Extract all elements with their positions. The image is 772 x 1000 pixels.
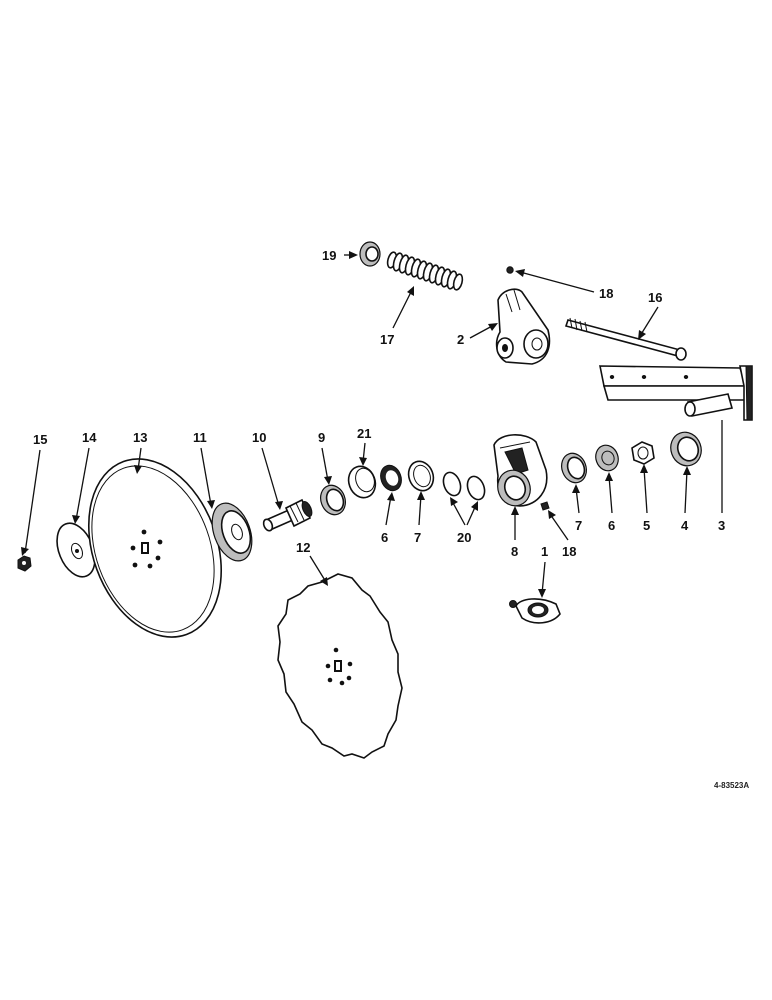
callout-1: 1 (541, 544, 548, 559)
callout-5: 5 (643, 518, 650, 533)
part-set-screw-18 (540, 501, 550, 511)
callout-7-left: 7 (414, 530, 421, 545)
part-cup-21 (347, 465, 377, 499)
callout-4: 4 (681, 518, 689, 533)
callout-11: 11 (193, 430, 207, 445)
part-snap-rings-20 (442, 471, 486, 501)
callout-21: 21 (357, 426, 371, 441)
part-grease-fitting-18 (506, 266, 514, 274)
part-nut-5 (631, 441, 655, 465)
part-notched-disc-12 (277, 573, 403, 759)
callout-7-right: 7 (575, 518, 582, 533)
leader-lines (21, 251, 723, 598)
part-hub-cap-11 (211, 502, 253, 562)
part-dust-cap-4 (670, 431, 702, 467)
callout-9: 9 (318, 430, 325, 445)
part-bearing-6-right (595, 444, 619, 472)
part-seal-7-right (561, 452, 587, 484)
callout-12: 12 (296, 540, 310, 555)
callout-labels: 15 14 13 11 10 9 21 6 7 20 8 18 7 6 5 4 … (33, 248, 725, 559)
part-spindle-10 (262, 498, 313, 532)
callout-8: 8 (511, 544, 518, 559)
callout-14: 14 (82, 430, 97, 445)
callout-20: 20 (457, 530, 471, 545)
callout-19: 19 (322, 248, 336, 263)
callout-18-upper: 18 (599, 286, 613, 301)
callout-6-left: 6 (381, 530, 388, 545)
callout-3: 3 (718, 518, 725, 533)
callout-17: 17 (380, 332, 394, 347)
part-bushing-19 (359, 241, 381, 267)
part-long-bolt-16 (564, 317, 687, 361)
part-collar-9 (320, 484, 346, 516)
part-bearing-6-left (380, 464, 402, 492)
part-nut-15 (17, 555, 32, 572)
callout-15: 15 (33, 432, 47, 447)
callout-18-lower: 18 (562, 544, 576, 559)
part-housing-8 (493, 434, 548, 507)
callout-6-right: 6 (608, 518, 615, 533)
callout-13: 13 (133, 430, 147, 445)
callout-16: 16 (648, 290, 662, 305)
callout-10: 10 (252, 430, 266, 445)
figure-reference-number: 4-83523A (714, 781, 749, 790)
part-arm-3 (599, 365, 753, 421)
part-clamp-1 (509, 598, 561, 624)
part-spring-17 (386, 251, 464, 291)
part-seal-7-left (407, 460, 435, 492)
callout-2: 2 (457, 332, 464, 347)
part-disc-blade-13 (87, 458, 223, 638)
part-yoke-2 (495, 288, 551, 365)
